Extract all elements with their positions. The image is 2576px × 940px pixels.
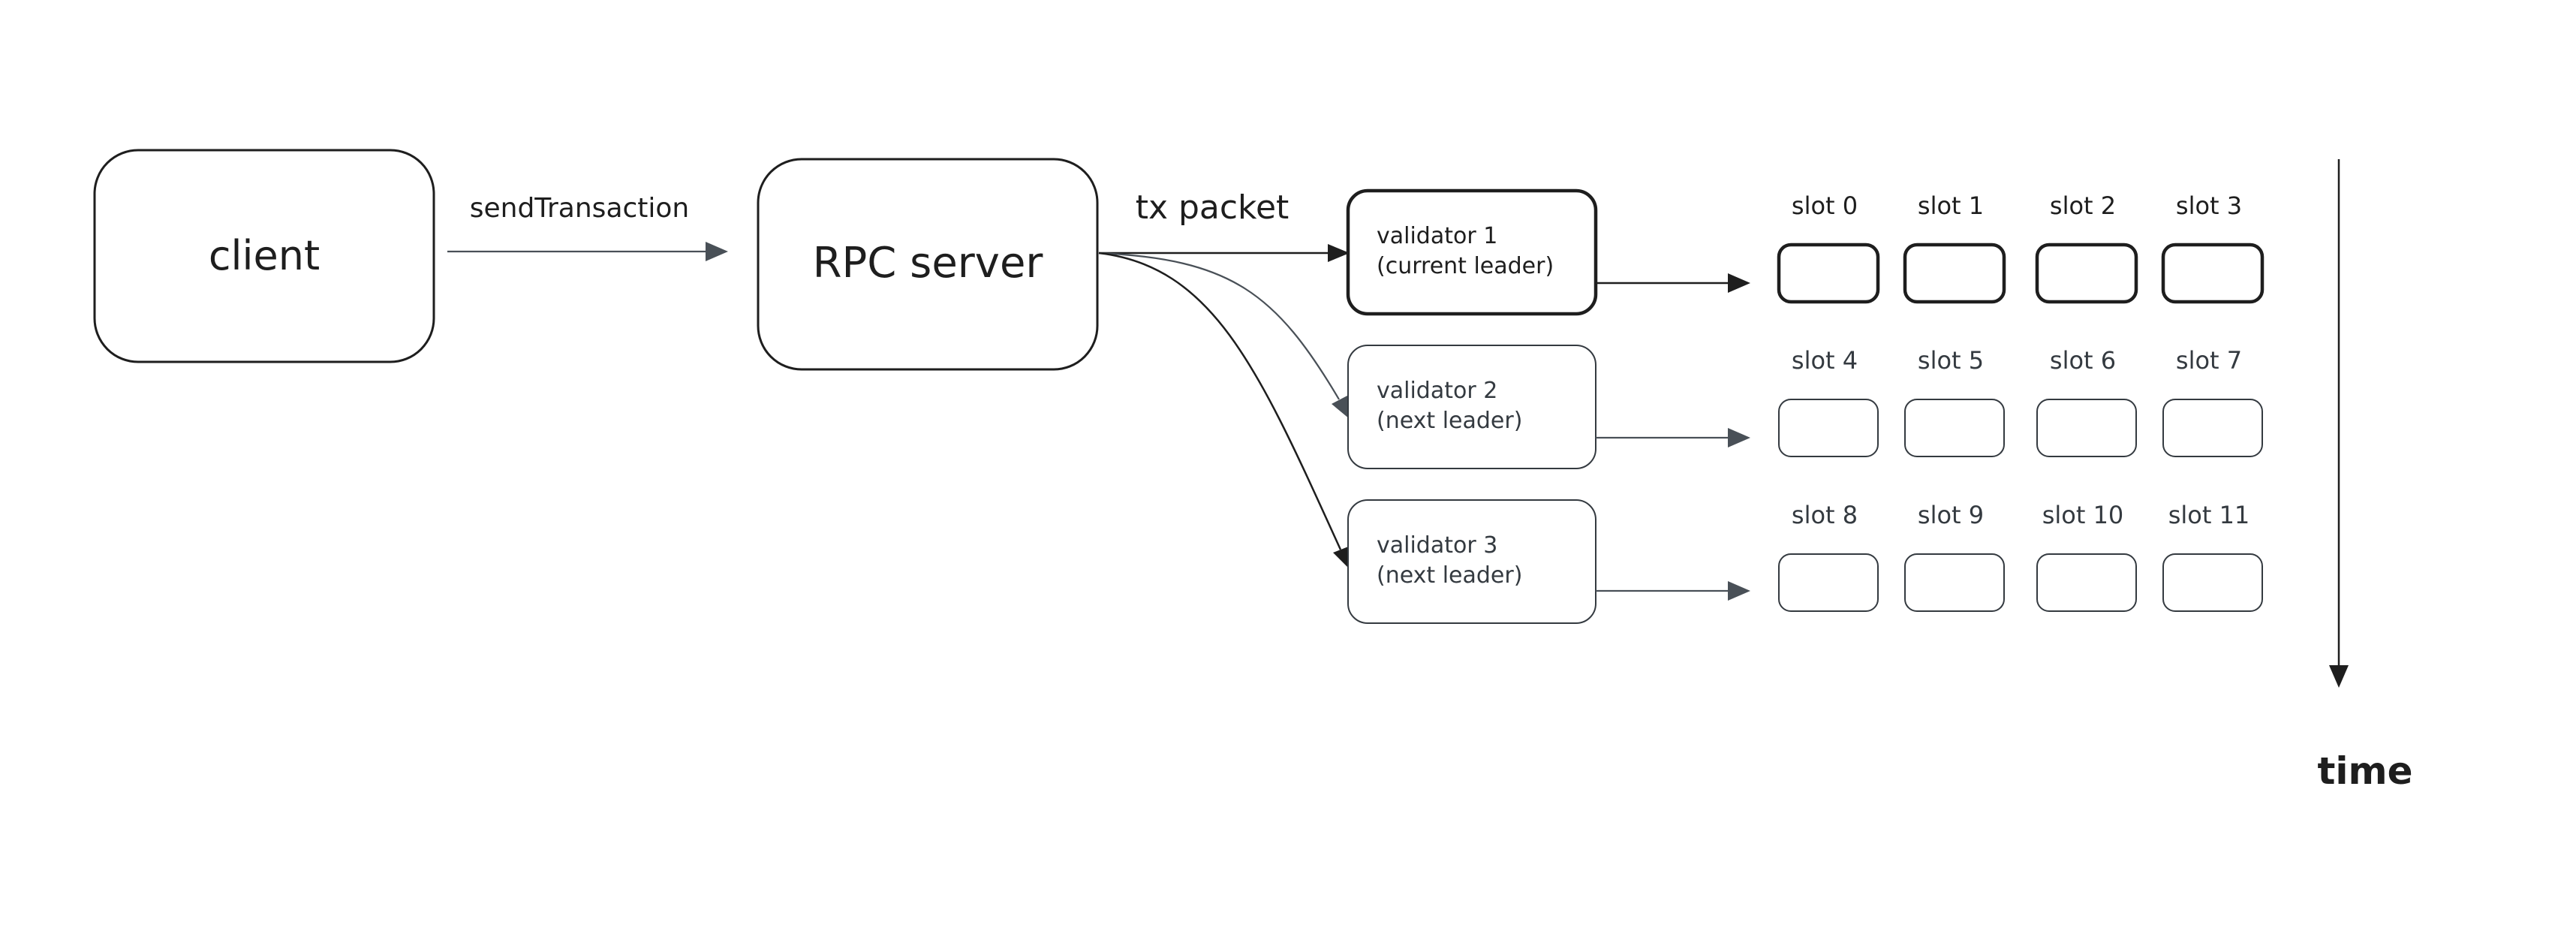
client-label: client: [209, 232, 320, 279]
arrowhead-validator-2-slots: [1728, 428, 1750, 447]
slot-cell: [1777, 243, 1880, 304]
validator-to-slots-edges: [1596, 273, 1750, 601]
time-label: time: [2317, 749, 2412, 793]
slot-cell: [2162, 553, 2263, 612]
slot-cell: [2162, 399, 2263, 457]
arrowhead-validator-3-slots: [1728, 581, 1750, 601]
time-axis-arrowhead: [2329, 665, 2349, 688]
client-node: client: [93, 149, 435, 363]
edge-to-validator-2: [1098, 252, 1340, 400]
validator-1-name: validator 1: [1377, 223, 1497, 249]
slot-cell: [1778, 399, 1879, 457]
slot-label: slot 6: [2050, 346, 2116, 375]
validator-2-role: (next leader): [1377, 408, 1522, 434]
slot-cell: [2036, 399, 2137, 457]
slot-cell: [2035, 243, 2138, 304]
slot-cell: [1904, 399, 2005, 457]
tx-packet-label: tx packet: [1136, 188, 1290, 227]
validator-2-node: validator 2 (next leader): [1347, 345, 1596, 469]
arrowhead-validator-1: [1328, 244, 1350, 262]
edge-to-validator-3: [1098, 252, 1342, 550]
slot-cell: [2036, 553, 2137, 612]
slot-cell: [1904, 553, 2005, 612]
slot-grid: slot 0 slot 1 slot 2 slot 3 slot 4 slot 5 slot…: [1777, 191, 2265, 612]
rpc-server-node: RPC server: [757, 158, 1099, 371]
send-transaction-edge: sendTransaction: [447, 193, 728, 261]
slot-label: slot 5: [1918, 346, 1984, 375]
tx-packet-edges: [1098, 244, 1350, 569]
arrowhead-validator-2: [1332, 396, 1350, 419]
rpc-server-label: RPC server: [813, 239, 1044, 288]
validator-1-node: validator 1 (current leader): [1346, 188, 1598, 316]
slot-label: slot 8: [1792, 501, 1858, 529]
arrowhead-validator-1-slots: [1728, 273, 1750, 293]
slot-label: slot 9: [1918, 501, 1984, 529]
time-axis: time: [2317, 159, 2413, 793]
validator-1-role: (current leader): [1377, 253, 1554, 279]
slot-label: slot 1: [1918, 191, 1984, 220]
slot-label: slot 0: [1792, 191, 1858, 220]
validator-3-role: (next leader): [1377, 562, 1522, 589]
slot-label: slot 2: [2050, 191, 2116, 220]
validator-2-name: validator 2: [1377, 378, 1497, 404]
slot-label: slot 10: [2042, 501, 2124, 529]
slot-cell: [1903, 243, 2006, 304]
validator-3-node: validator 3 (next leader): [1347, 499, 1596, 624]
slot-label: slot 11: [2168, 501, 2250, 529]
slot-label: slot 4: [1792, 346, 1858, 375]
slot-label: slot 3: [2176, 191, 2242, 220]
slot-cell: [1778, 553, 1879, 612]
slot-label: slot 7: [2176, 346, 2242, 375]
slot-cell: [2161, 243, 2265, 304]
send-transaction-label: sendTransaction: [470, 193, 690, 224]
validator-3-name: validator 3: [1377, 532, 1497, 559]
arrowhead-validator-3: [1333, 546, 1350, 569]
